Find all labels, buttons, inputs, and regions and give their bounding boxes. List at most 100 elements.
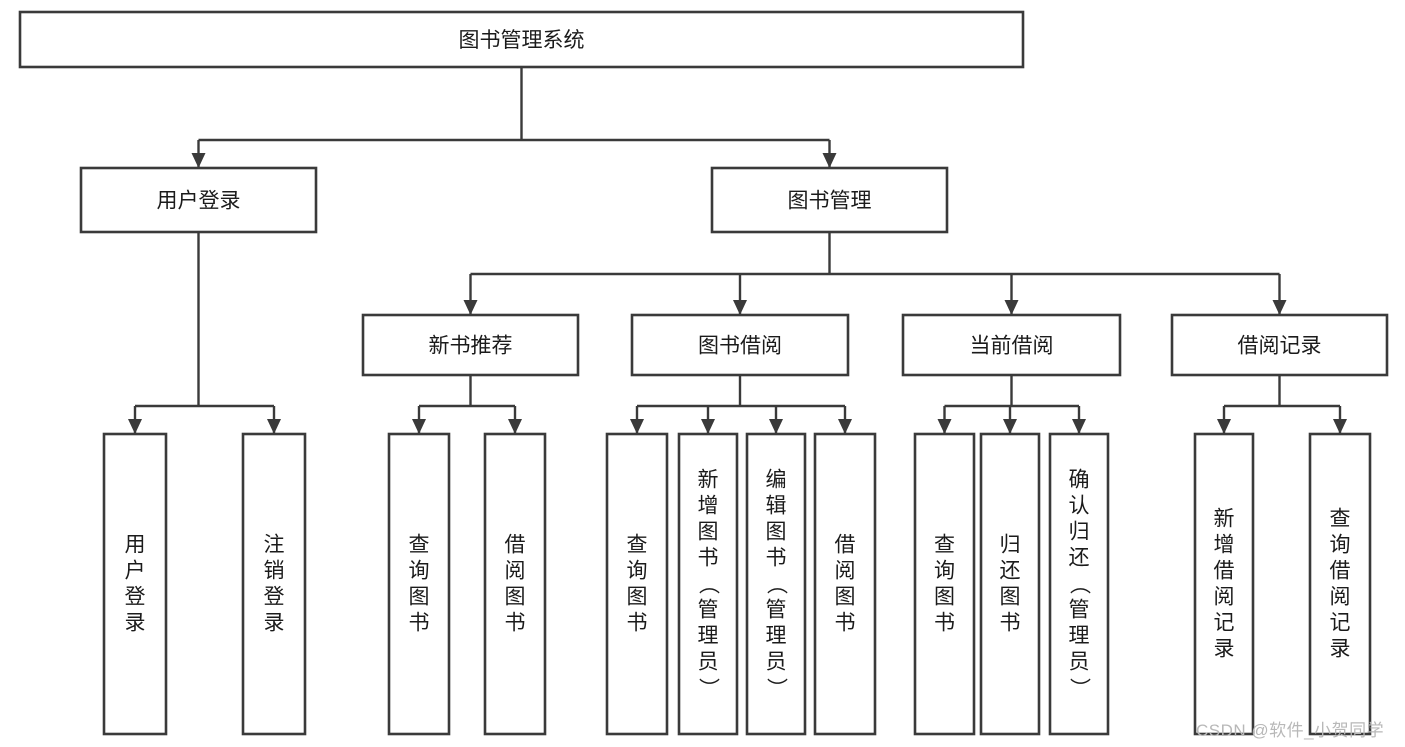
node-system-title-box: [18, 10, 1025, 69]
node-leaf-edit-book-label-char: 编: [766, 469, 787, 492]
node-leaf-query-book-3-label-char: 图: [934, 586, 955, 609]
node-leaf-query-book-2-label-char: 图: [627, 586, 648, 609]
node-leaf-add-book-label-char: （: [697, 574, 720, 595]
node-book-borrow[interactable]: 图书借阅: [630, 313, 850, 377]
node-leaf-confirm-return-label-char: 归: [1069, 521, 1090, 544]
arrow-head-icon: [733, 300, 747, 315]
node-layer: 图书管理系统用户登录图书管理新书推荐图书借阅当前借阅借阅记录用户登录注销登录查询…: [18, 10, 1389, 736]
arrow-head-icon: [267, 419, 281, 434]
node-leaf-logout-label-char: 销: [264, 560, 285, 583]
node-leaf-borrow-book-1-label-char: 图: [505, 586, 526, 609]
node-leaf-borrow-book-1-box: [483, 432, 547, 736]
node-leaf-query-record-label-char: 阅: [1330, 586, 1351, 609]
node-leaf-query-book-1-label-char: 询: [409, 560, 430, 583]
node-leaf-query-book-1-label-char: 书: [409, 612, 430, 635]
node-leaf-edit-book-label-char: 图: [766, 521, 787, 544]
node-leaf-query-record-label-char: 借: [1330, 560, 1351, 583]
arrow-head-icon: [1333, 419, 1347, 434]
node-leaf-logout-label-char: 登: [264, 586, 285, 609]
node-leaf-query-book-2-label-char: 书: [627, 612, 648, 635]
node-leaf-query-book-1-label-char: 查: [409, 534, 430, 557]
node-leaf-confirm-return-label-char: 认: [1069, 495, 1090, 518]
arrow-head-icon: [1272, 300, 1287, 315]
arrow-head-icon: [630, 419, 644, 434]
arrow-head-icon: [1072, 419, 1086, 434]
node-user-login[interactable]: 用户登录: [79, 166, 318, 234]
node-leaf-borrow-book-2-box: [813, 432, 877, 736]
node-new-book-rec-box: [361, 313, 580, 377]
node-leaf-user-login-label-char: 户: [125, 560, 146, 583]
node-leaf-add-record-label-char: 录: [1214, 638, 1235, 661]
node-leaf-query-book-1-label-char: 图: [409, 586, 430, 609]
node-current-borrow[interactable]: 当前借阅: [901, 313, 1122, 377]
node-leaf-edit-book-label-char: （: [765, 574, 788, 595]
node-leaf-borrow-book-1-label-char: 阅: [505, 560, 526, 583]
node-leaf-user-login[interactable]: 用户登录: [102, 432, 168, 736]
node-leaf-add-book-label-char: ）: [697, 678, 720, 699]
node-leaf-add-record-label-char: 借: [1214, 560, 1235, 583]
node-current-borrow-label: 当前借阅: [970, 335, 1054, 358]
node-leaf-add-record-label-char: 新: [1214, 508, 1235, 531]
node-leaf-borrow-book-2-label-char: 阅: [835, 560, 856, 583]
node-leaf-borrow-book-1-label-char: 书: [505, 612, 526, 635]
node-leaf-add-record-box: [1193, 432, 1255, 736]
node-leaf-borrow-book-2-label-char: 图: [835, 586, 856, 609]
node-book-manage-label: 图书管理: [788, 190, 872, 213]
node-leaf-return-book-label-char: 归: [1000, 534, 1021, 557]
node-leaf-borrow-book-2-label-char: 借: [835, 534, 856, 557]
node-borrow-record[interactable]: 借阅记录: [1170, 313, 1389, 377]
node-leaf-add-book-label-char: 管: [698, 599, 719, 622]
arrow-head-icon: [1217, 419, 1231, 434]
node-leaf-confirm-return-label-char: 还: [1069, 547, 1090, 570]
arrow-head-icon: [508, 419, 522, 434]
arrow-head-icon: [701, 419, 715, 434]
arrow-head-icon: [191, 153, 206, 168]
arrow-head-icon: [463, 300, 478, 315]
node-book-manage-box: [710, 166, 949, 234]
node-leaf-query-book-1-box: [387, 432, 451, 736]
node-leaf-confirm-return-label-char: ）: [1068, 678, 1091, 699]
node-leaf-add-record-label-char: 增: [1214, 534, 1235, 557]
node-leaf-edit-book-label-char: 员: [766, 651, 787, 674]
node-leaf-confirm-return-label-char: （: [1068, 574, 1091, 595]
node-leaf-query-book-2-label-char: 查: [627, 534, 648, 557]
node-leaf-query-record-label-char: 查: [1330, 508, 1351, 531]
node-leaf-query-record-label-char: 询: [1330, 534, 1351, 557]
node-leaf-logout-box: [241, 432, 307, 736]
node-leaf-add-book-label-char: 理: [698, 625, 719, 648]
node-leaf-query-record-box: [1308, 432, 1372, 736]
node-leaf-edit-book-label-char: ）: [765, 678, 788, 699]
node-leaf-add-book-label-char: 员: [698, 651, 719, 674]
node-leaf-query-record-label-char: 录: [1330, 638, 1351, 661]
node-system-title[interactable]: 图书管理系统: [18, 10, 1025, 69]
node-borrow-record-box: [1170, 313, 1389, 377]
connector-layer: [128, 67, 1347, 434]
node-leaf-edit-book-label-char: 管: [766, 599, 787, 622]
node-new-book-rec-label: 新书推荐: [429, 335, 513, 358]
arrow-head-icon: [1004, 300, 1019, 315]
arrow-head-icon: [937, 419, 952, 434]
node-leaf-user-login-label-char: 登: [125, 586, 146, 609]
node-leaf-add-record-label-char: 记: [1214, 612, 1235, 635]
arrow-head-icon: [128, 419, 142, 434]
node-leaf-user-login-box: [102, 432, 168, 736]
node-new-book-rec[interactable]: 新书推荐: [361, 313, 580, 377]
node-leaf-add-record-label-char: 阅: [1214, 586, 1235, 609]
node-book-borrow-label: 图书借阅: [698, 335, 782, 358]
node-leaf-add-book-label-char: 增: [698, 495, 719, 518]
node-leaf-add-book-box: [677, 432, 739, 736]
node-book-manage[interactable]: 图书管理: [710, 166, 949, 234]
